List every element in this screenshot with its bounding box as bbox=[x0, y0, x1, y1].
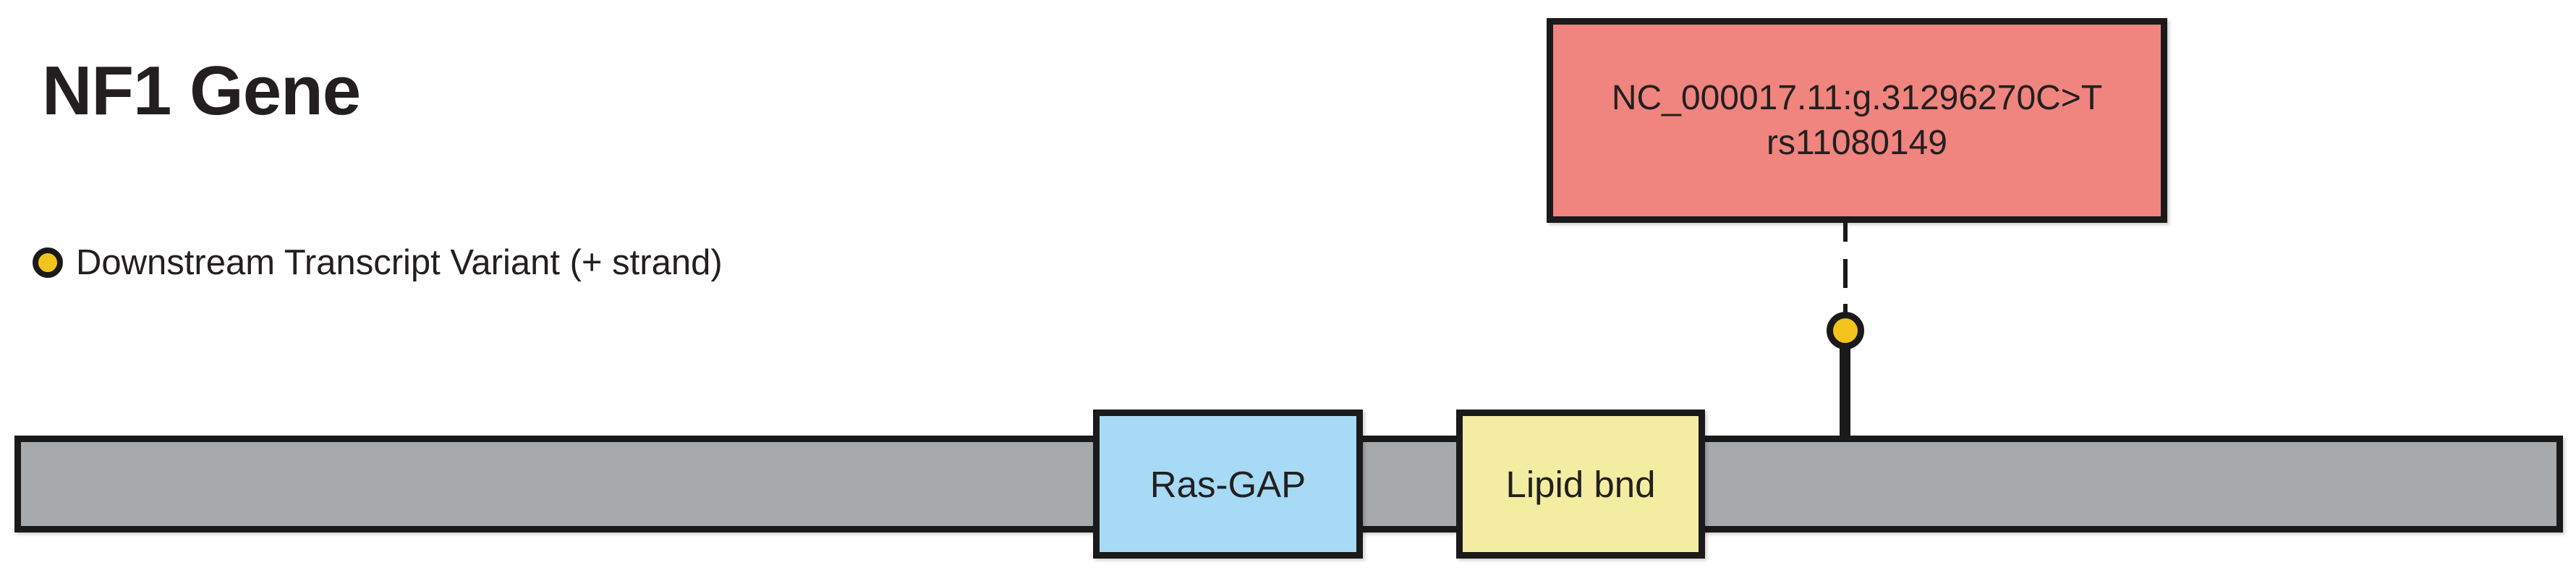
domain-label: Ras-GAP bbox=[1149, 463, 1306, 505]
variant-hgvs-label: NC_000017.11:g.31296270C>T bbox=[1611, 79, 2103, 118]
connector-dash-segment bbox=[1843, 259, 1848, 288]
variant-marker-icon[interactable] bbox=[1827, 312, 1864, 349]
connector-dash-segment bbox=[1843, 223, 1848, 242]
legend-label: Downstream Transcript Variant (+ strand) bbox=[76, 242, 723, 282]
domain-ras-gap[interactable]: Ras-GAP bbox=[1093, 410, 1363, 559]
domain-lipid-bnd[interactable]: Lipid bnd bbox=[1456, 410, 1705, 559]
page-title: NF1 Gene bbox=[42, 52, 361, 130]
variant-rsid-label: rs11080149 bbox=[1767, 123, 1947, 162]
variant-connector-line bbox=[1843, 223, 1848, 314]
variant-circle-icon bbox=[33, 247, 63, 278]
variant-callout[interactable]: NC_000017.11:g.31296270C>T rs11080149 bbox=[1547, 18, 2167, 223]
connector-dash-segment bbox=[1843, 304, 1848, 314]
domain-label: Lipid bnd bbox=[1505, 463, 1656, 505]
legend: Downstream Transcript Variant (+ strand) bbox=[33, 240, 723, 285]
variant-stem bbox=[1840, 329, 1850, 444]
